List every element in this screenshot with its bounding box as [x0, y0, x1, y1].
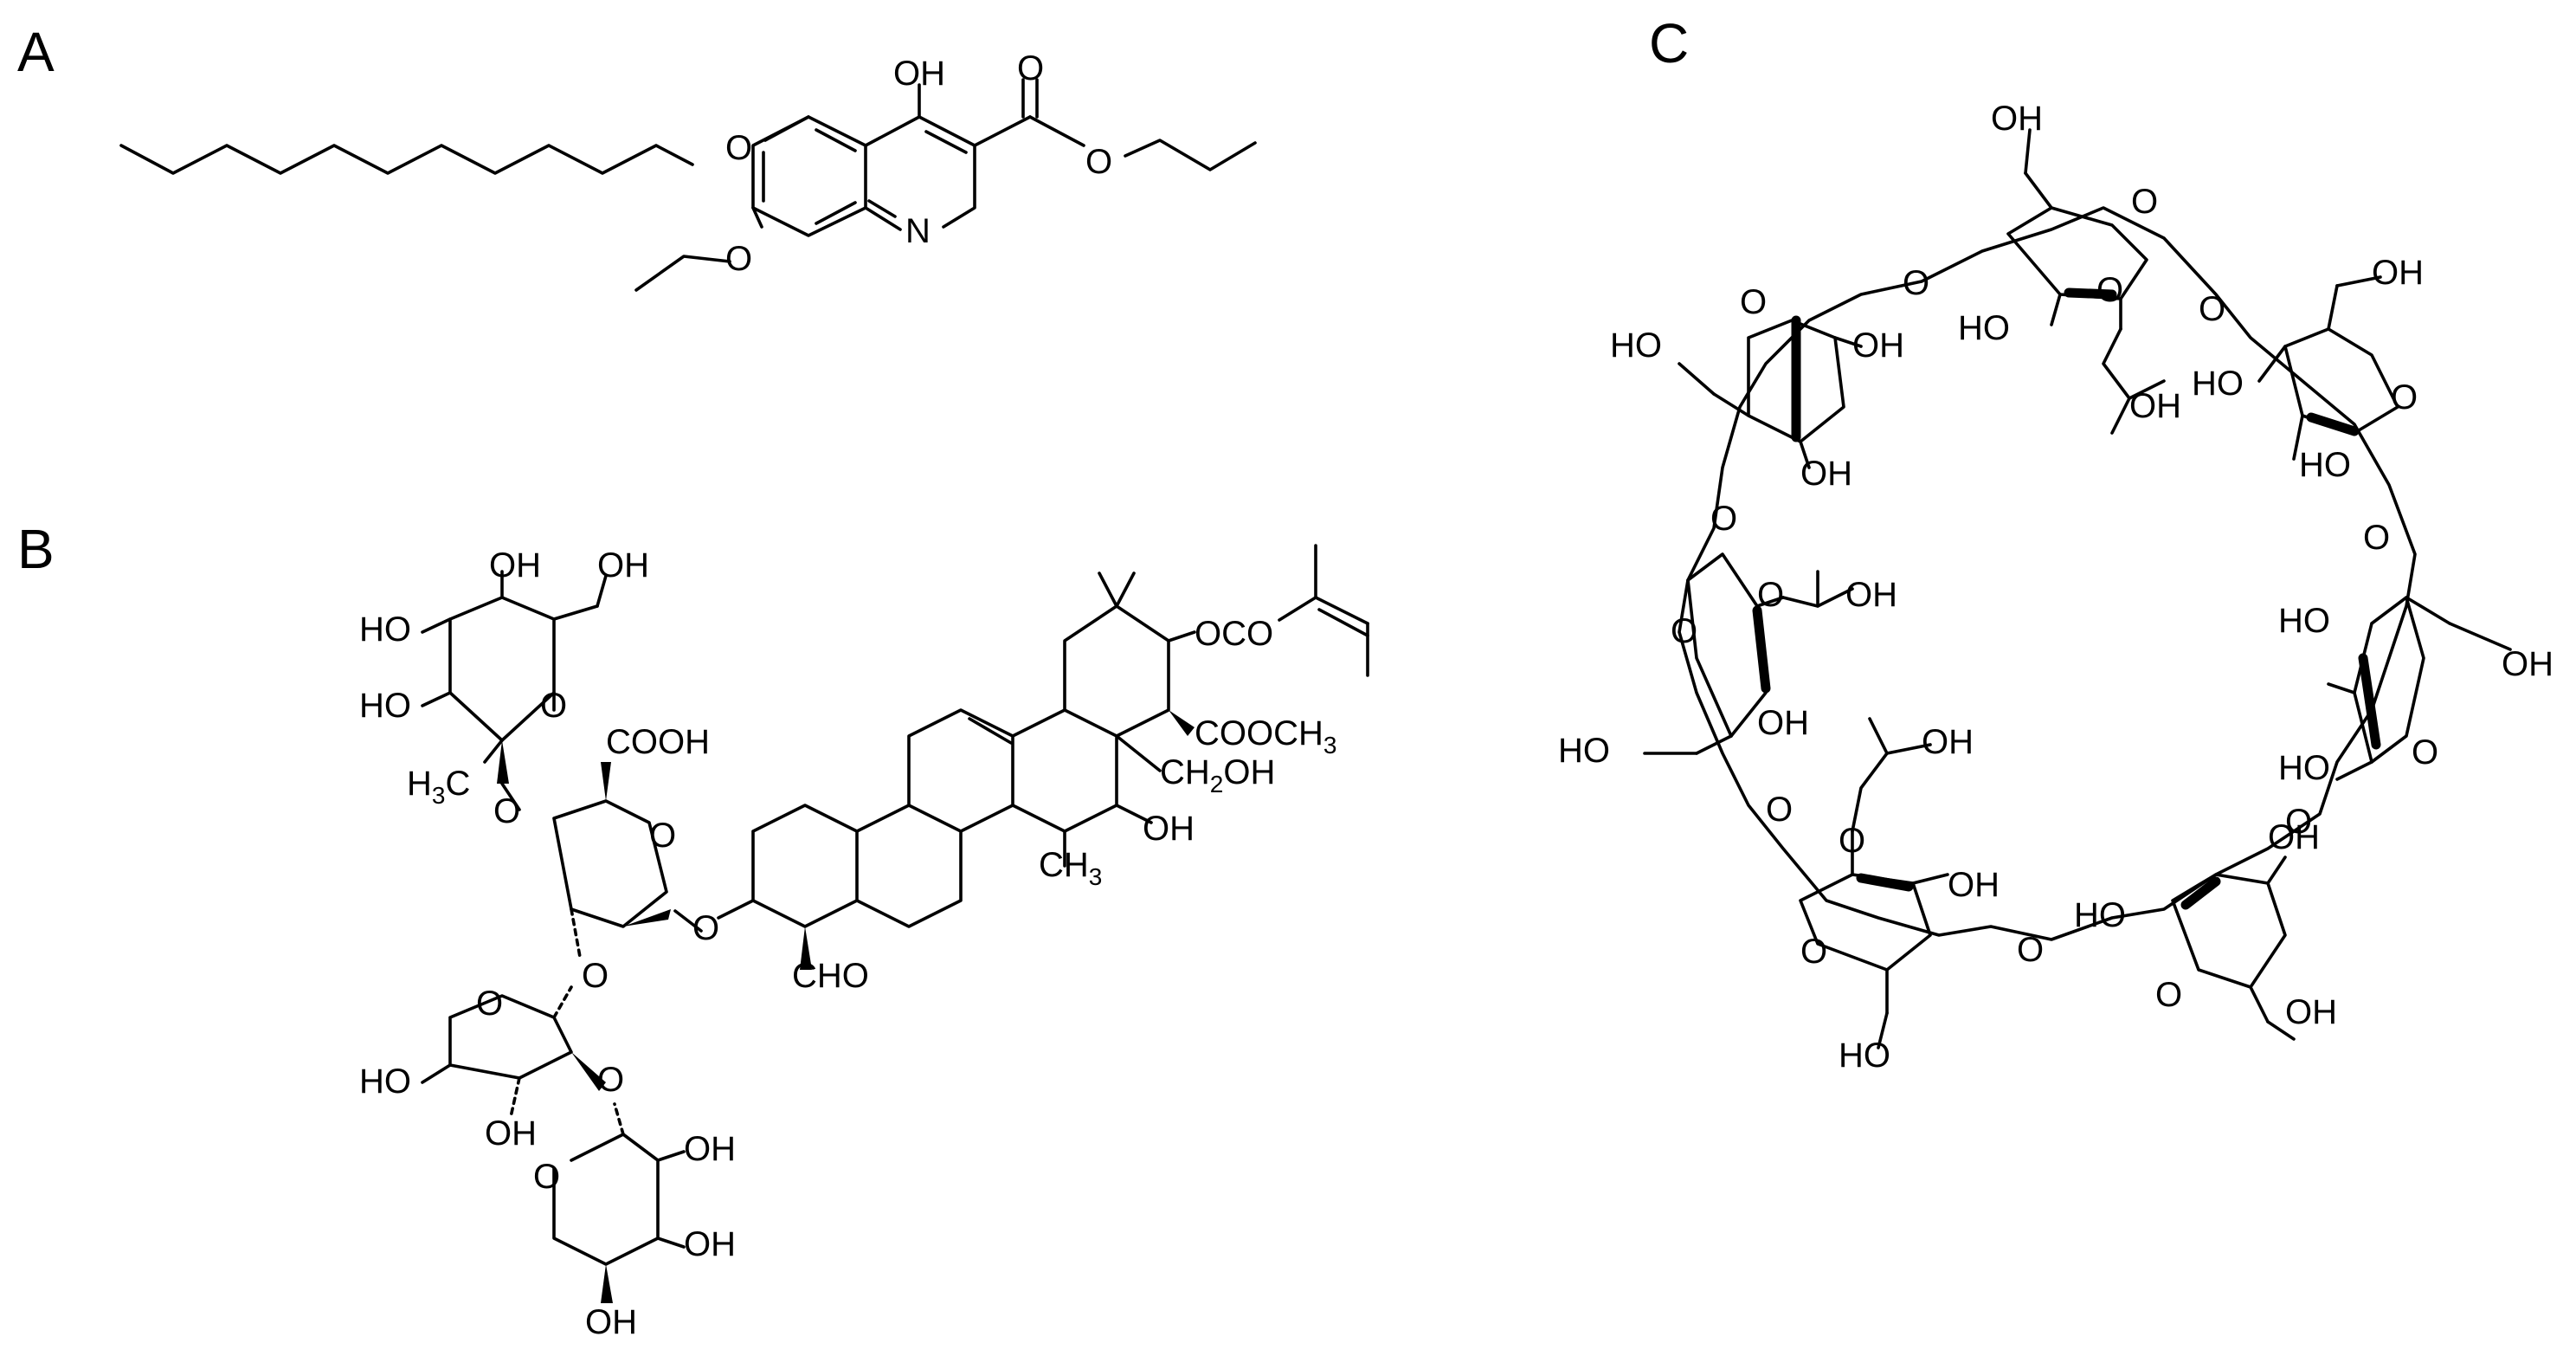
b-o-ring1: O	[540, 687, 567, 725]
aglycone-ring-a	[751, 804, 859, 928]
c-top-hp-oh: OH	[2129, 387, 2181, 425]
b-oh1: OH	[489, 546, 541, 584]
cyclodextrin-structure: OH HO O O O OH OH HO O HO O HO OH HO O O…	[1558, 100, 2553, 1075]
b-oh5: OH	[684, 1225, 736, 1263]
b-ho2: HO	[359, 687, 411, 725]
macrocycle-backbone	[1678, 206, 2417, 941]
panel-a-label: A	[17, 21, 55, 83]
c-br-o-link: O	[2017, 931, 2044, 969]
c-r-ho1: HO	[2278, 602, 2330, 640]
b-o-glyco3: O	[582, 957, 609, 995]
c-br-o-ring: O	[2155, 976, 2182, 1014]
c-lo-o-link: O	[1903, 264, 1929, 302]
b-ococ: OCO	[1195, 615, 1273, 653]
atom-o-decyloxy: O	[725, 129, 752, 167]
b-o-ring2: O	[649, 817, 676, 855]
glucose-unit-bottom-right	[2171, 873, 2287, 989]
c-l-o-ring: O	[1671, 612, 1697, 650]
c-ur-o-link: O	[2363, 519, 2390, 557]
c-top-o-link: O	[2199, 290, 2225, 328]
c-l-o-ether: O	[1757, 576, 1784, 614]
b-o-ring4: O	[533, 1158, 560, 1196]
c-l-o-link: O	[1766, 791, 1793, 829]
c-bl-o-ether: O	[1839, 822, 1865, 860]
c-ur-oh: OH	[2372, 254, 2424, 292]
b-oh7: OH	[1143, 810, 1195, 848]
b-h3c: H3C	[407, 765, 470, 809]
c-top-ho: HO	[1958, 309, 2010, 347]
c-top-oh: OH	[1991, 100, 2043, 138]
c-l-hp-oh: OH	[1845, 576, 1897, 614]
b-ho1: HO	[359, 610, 411, 649]
panel-c: C	[1558, 12, 2553, 1075]
c-bl-hp-oh: OH	[1922, 723, 1974, 761]
b-oh3: OH	[485, 1114, 537, 1153]
b-o-glyco1: O	[493, 792, 520, 830]
aglycone-ring-b	[855, 804, 963, 928]
c-ur-o-ring: O	[2391, 378, 2418, 416]
sugar-ring-3	[448, 994, 573, 1080]
c-ul-oh1: OH	[1852, 326, 1904, 365]
b-ch3: CH3	[1039, 846, 1102, 890]
atom-o-ester: O	[1085, 143, 1112, 181]
panel-b-label: B	[17, 518, 55, 580]
c-ul-o-link: O	[1710, 500, 1737, 538]
glucose-unit-top	[2006, 206, 2148, 300]
b-o-glyco4: O	[597, 1061, 624, 1099]
c-bl-ho: HO	[1839, 1036, 1890, 1075]
c-top-o-ring: O	[2131, 183, 2158, 221]
aglycone-ring-e	[1063, 604, 1170, 738]
panel-c-label: C	[1649, 12, 1689, 74]
atom-o-carbonyl: O	[1017, 49, 1044, 87]
sugar-ring-4	[552, 1133, 660, 1266]
b-oh6: OH	[585, 1303, 637, 1341]
c-r-ho2: HO	[2278, 749, 2330, 787]
c-ur-ho2: HO	[2299, 446, 2351, 484]
sugar-ring-1	[448, 596, 556, 742]
b-ho3: HO	[359, 1062, 411, 1101]
c-br-oh2: OH	[2285, 993, 2337, 1031]
c-r-o-ring: O	[2412, 733, 2438, 772]
b-o-glyco2: O	[692, 909, 719, 947]
c-bl-o-ring: O	[1800, 933, 1827, 971]
aglycone-ring-d	[1011, 708, 1118, 833]
c-ul-ho: HO	[1610, 326, 1662, 365]
decyl-chain	[119, 144, 694, 175]
c-top-o-ether: O	[2096, 271, 2123, 309]
b-cho: CHO	[792, 957, 869, 995]
atom-o-ethoxy: O	[725, 240, 752, 278]
saponin-structure: OH OH HO HO O H3C COOH O O O O O HO OH O…	[359, 544, 1369, 1341]
panel-a: A OH O	[17, 21, 1257, 292]
b-oh2: OH	[597, 546, 649, 584]
b-cooh: COOH	[606, 723, 710, 761]
b-coo: COOCH3	[1195, 714, 1336, 759]
panel-b: B	[17, 518, 1369, 1341]
glucose-unit-left	[1686, 552, 1768, 738]
c-ul-oh2: OH	[1800, 455, 1852, 493]
c-ul-o-ring: O	[1740, 283, 1767, 321]
c-l-ho: HO	[1558, 732, 1610, 770]
quinoline-ester-structure: OH O O O O N	[119, 49, 1257, 292]
c-br-oh: OH	[2268, 818, 2320, 856]
c-r-oh: OH	[2502, 645, 2553, 683]
benzo-ring	[751, 115, 867, 237]
b-ch2oh: CH2OH	[1160, 753, 1275, 797]
c-l-oh: OH	[1757, 704, 1809, 742]
b-oh4: OH	[684, 1130, 736, 1168]
atom-n: N	[905, 212, 931, 250]
aglycone-ring-c	[907, 708, 1014, 833]
c-br-ho: HO	[2074, 896, 2126, 934]
b-o-ring3: O	[476, 985, 503, 1023]
c-r-o-link: O	[2285, 803, 2312, 841]
atom-oh: OH	[893, 55, 945, 93]
c-bl-oh: OH	[1948, 866, 2000, 904]
c-ur-ho1: HO	[2192, 365, 2244, 403]
